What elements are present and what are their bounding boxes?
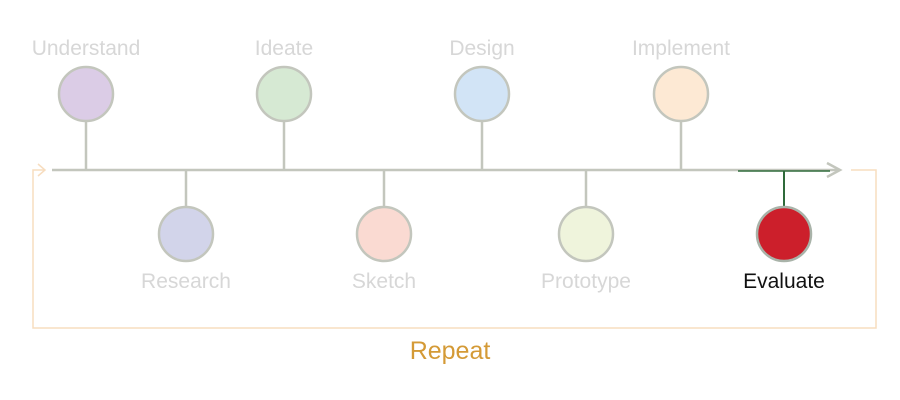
stage-design-circle[interactable]	[453, 65, 511, 123]
stage-evaluate[interactable]: Evaluate	[743, 171, 825, 293]
stage-implement[interactable]: Implement	[632, 37, 730, 170]
stage-sketch-label: Sketch	[352, 270, 416, 293]
stage-sketch-circle[interactable]	[355, 205, 413, 263]
stage-evaluate-label: Evaluate	[743, 270, 825, 293]
stage-understand-circle[interactable]	[57, 65, 115, 123]
stage-research-label: Research	[141, 270, 231, 293]
stage-research[interactable]: Research	[141, 170, 231, 293]
stage-understand[interactable]: Understand	[32, 37, 141, 170]
stage-research-circle[interactable]	[157, 205, 215, 263]
timeline-arrowhead	[826, 161, 843, 179]
stage-design-label: Design	[449, 37, 514, 60]
stage-prototype[interactable]: Prototype	[541, 170, 631, 293]
stage-prototype-label: Prototype	[541, 270, 631, 293]
stage-design[interactable]: Design	[449, 37, 515, 170]
stage-implement-label: Implement	[632, 37, 730, 60]
stage-ideate[interactable]: Ideate	[255, 37, 313, 170]
stage-ideate-label: Ideate	[255, 37, 313, 60]
stage-sketch[interactable]: Sketch	[352, 170, 416, 293]
stage-prototype-circle[interactable]	[557, 205, 615, 263]
stage-understand-label: Understand	[32, 37, 141, 60]
repeat-loop-arrowhead	[37, 163, 47, 177]
stage-evaluate-circle[interactable]	[755, 205, 813, 263]
repeat-loop-line	[32, 169, 877, 329]
stage-ideate-circle[interactable]	[255, 65, 313, 123]
repeat-label: Repeat	[410, 337, 491, 365]
stage-implement-circle[interactable]	[652, 65, 710, 123]
